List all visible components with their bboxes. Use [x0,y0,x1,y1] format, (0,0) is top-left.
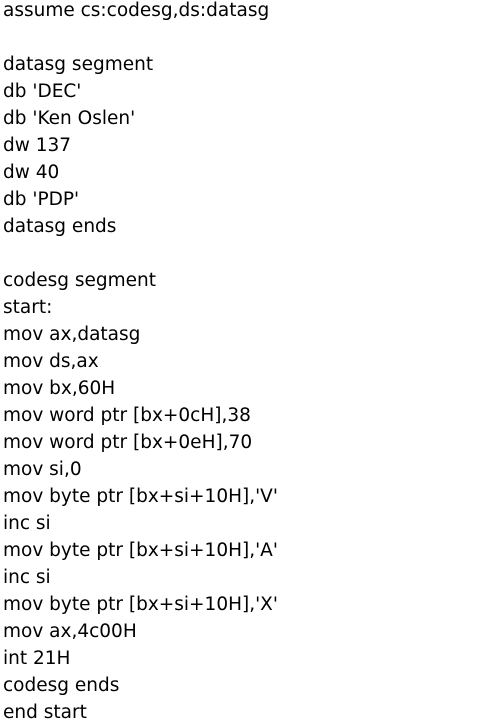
code-line: db 'PDP' [3,189,80,210]
code-line: datasg segment [3,54,154,75]
code-line: inc si [3,567,51,588]
code-line [3,240,278,267]
code-line: inc si [3,513,51,534]
code-line: start: [3,297,53,318]
code-line: mov byte ptr [bx+si+10H],'A' [3,540,278,561]
code-line: codesg ends [3,675,120,696]
code-line: mov word ptr [bx+0cH],38 [3,405,251,426]
code-line: db 'Ken Oslen' [3,108,136,129]
code-line: mov ds,ax [3,351,99,372]
code-line: mov byte ptr [bx+si+10H],'X' [3,594,278,615]
code-line: mov ax,datasg [3,324,141,345]
code-line: datasg ends [3,216,117,237]
code-line: assume cs:codesg,ds:datasg [3,0,270,21]
code-line: dw 40 [3,162,60,183]
code-line: dw 137 [3,135,72,156]
code-line: int 21H [3,648,71,669]
code-line: mov bx,60H [3,378,116,399]
code-line: mov byte ptr [bx+si+10H],'V' [3,486,278,507]
code-line [3,24,278,51]
code-line: mov si,0 [3,459,82,480]
code-listing: assume cs:codesg,ds:datasg datasg segmen… [3,0,278,726]
code-line: codesg segment [3,270,157,291]
code-line: mov word ptr [bx+0eH],70 [3,432,253,453]
code-line: end start [3,702,87,723]
code-line: mov ax,4c00H [3,621,137,642]
code-line: db 'DEC' [3,81,82,102]
